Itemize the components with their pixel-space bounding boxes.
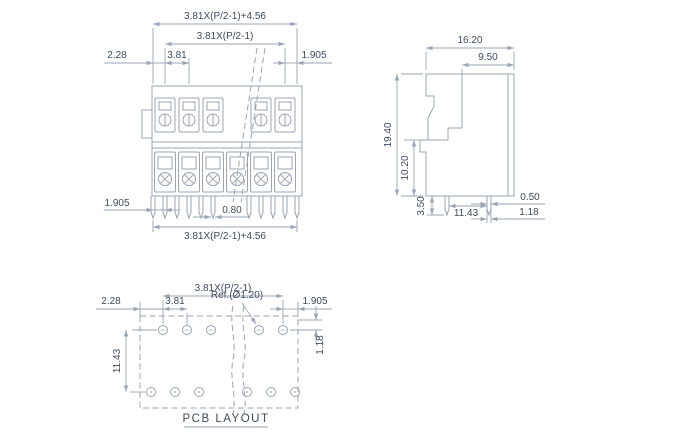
front-dimensions: 3.81X(P/2-1)+4.56 3.81X(P/2-1) 2.28 3.81… [104,11,332,242]
pcb-dim-half-pitch: 1.905 [302,296,327,307]
front-dim-pin-width: 0.80 [222,205,242,216]
side-dim-pin-length: 3.50 [416,196,427,216]
pcb-hole-ref: Ref.(Ø1.20) [211,290,263,301]
pcb-dim-row-span: 11.43 [112,348,123,373]
side-dimensions: 16.20 9.50 19.40 10.20 3.50 11.43 0.50 1… [383,35,545,223]
pcb-outline [139,315,299,409]
front-dim-overall-top: 3.81X(P/2-1)+4.56 [184,11,266,22]
front-dim-half-pitch-bottom: 1.905 [104,198,129,209]
front-dim-half-pitch-right: 1.905 [301,50,326,61]
front-view: 3.81X(P/2-1)+4.56 3.81X(P/2-1) 2.28 3.81… [104,11,332,242]
front-dim-pitch: 3.81 [167,50,187,61]
side-dim-pin-thickness: 0.50 [520,192,540,203]
pcb-break-lines [231,305,246,415]
side-view: 16.20 9.50 19.40 10.20 3.50 11.43 0.50 1… [383,35,545,223]
pcb-dim-pole-span: 3.81X(P/2-1) [195,283,252,294]
front-dim-overall-bottom: 3.81X(P/2-1)+4.56 [184,231,266,242]
side-dim-height: 19.40 [383,122,394,147]
pcb-holes-top [158,325,288,335]
pcb-dim-edge-offset: 2.28 [101,296,121,307]
pcb-holes-bottom [146,387,300,397]
side-dim-depth: 16.20 [457,35,482,46]
front-terminal-cells-bottom [154,151,296,193]
side-dim-lower-height: 10.20 [400,155,411,180]
front-dim-edge-offset: 2.28 [107,50,127,61]
front-break-lines [232,47,266,203]
front-dim-pole-span: 3.81X(P/2-1) [197,31,254,42]
pcb-dimensions: 3.81X(P/2-1) 2.28 3.81 Ref.(Ø1.20) 1.905… [96,283,332,393]
pcb-title-text: PCB LAYOUT [183,413,270,425]
side-dim-upper-depth: 9.50 [478,52,498,63]
side-dim-pin-row-span: 11.43 [454,208,479,219]
pcb-dim-pitch: 3.81 [165,296,185,307]
side-body [419,73,515,197]
pcb-layout-view: 3.81X(P/2-1) 2.28 3.81 Ref.(Ø1.20) 1.905… [96,283,332,428]
pcb-dim-edge-to-row: 1.18 [315,335,326,355]
pcb-title: PCB LAYOUT [183,413,270,428]
side-dim-pin-width: 1.18 [519,207,539,218]
front-terminal-cells-top [154,97,296,133]
front-body [141,85,303,197]
